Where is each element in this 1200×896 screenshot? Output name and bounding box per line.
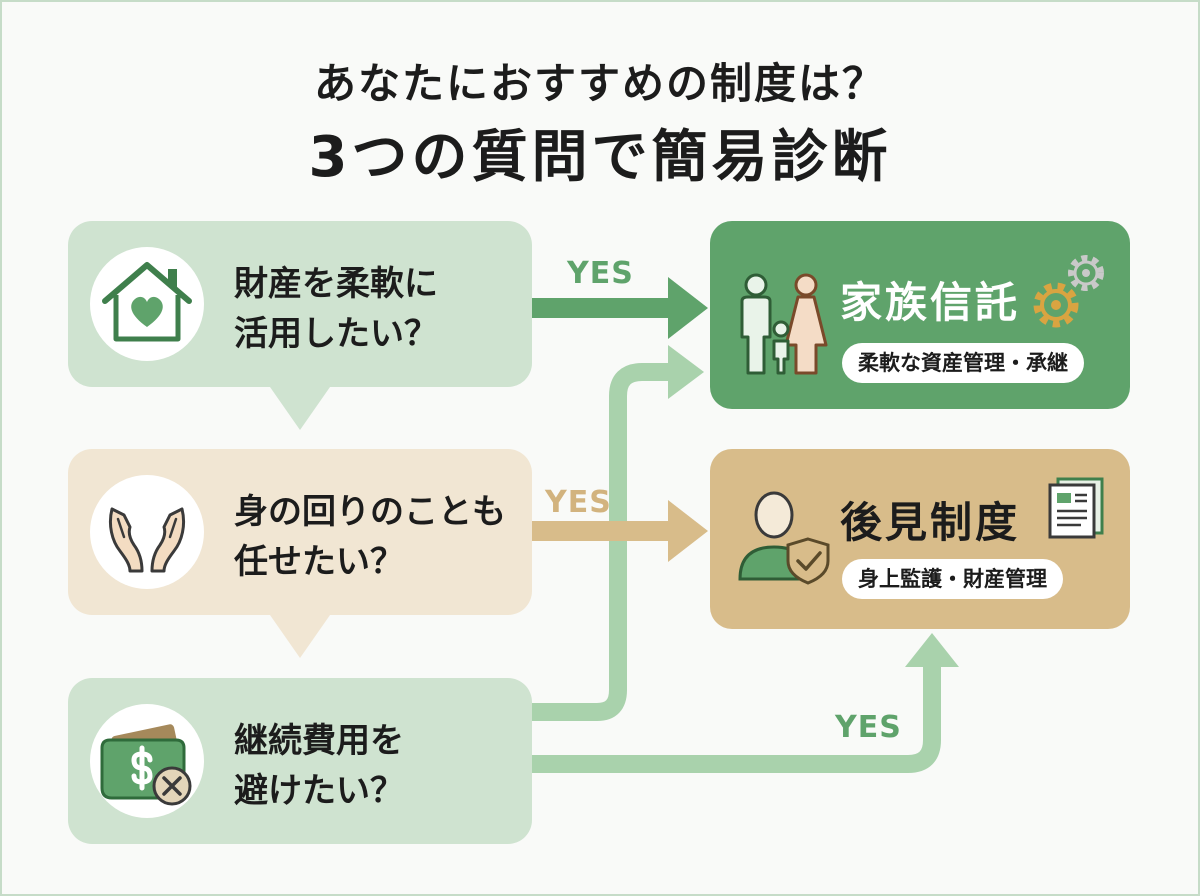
- yes-label-q1: YES: [567, 256, 634, 291]
- wallet-cancel-icon: [90, 704, 204, 818]
- gears-icon: [1033, 255, 1104, 328]
- family-trust-title: 家族信託: [840, 278, 1021, 327]
- family-icon: [740, 273, 828, 375]
- arrow-q1-to-family-trust: [532, 298, 672, 318]
- yes-label-q2: YES: [545, 485, 612, 520]
- question-1-line-1: 財産を柔軟に: [234, 264, 438, 304]
- open-hands-icon: [90, 475, 204, 589]
- document-icon: [1048, 477, 1104, 539]
- title-line-2: 3つの質問で簡易診断: [308, 125, 892, 190]
- arrow-q1-to-family-trust-head: [668, 277, 708, 339]
- arrow-q2-to-guardianship-head: [668, 500, 708, 562]
- question-2-box: 身の回りのことも 任せたい？: [68, 449, 532, 615]
- guardianship-subtitle: 身上監護・財産管理: [842, 559, 1063, 599]
- question-2-line-2: 任せたい？: [234, 542, 404, 582]
- arrow-q3-to-guardianship-head: [905, 633, 959, 667]
- guardianship-title: 後見制度: [840, 498, 1021, 547]
- result-family-trust: 家族信託 柔軟な資産管理・承継: [710, 221, 1130, 409]
- yes-label-q3: YES: [835, 710, 902, 745]
- question-3-box: 継続費用を 避けたい？: [68, 678, 532, 844]
- q2-bubble-tail: [270, 615, 330, 658]
- family-trust-subtitle: 柔軟な資産管理・承継: [842, 343, 1084, 383]
- arrow-q2-to-guardianship: [532, 521, 672, 541]
- guardian-shield-icon: [738, 491, 830, 585]
- question-3-line-2: 避けたい？: [234, 771, 404, 811]
- question-3-line-1: 継続費用を: [234, 721, 404, 761]
- q1-bubble-tail: [270, 387, 330, 430]
- question-1-line-2: 活用したい？: [234, 314, 438, 354]
- arrow-q3-to-guardianship: [532, 665, 941, 773]
- arrow-q3-to-family-trust: [532, 363, 670, 721]
- question-1-box: 財産を柔軟に 活用したい？: [68, 221, 532, 387]
- title-line-1: あなたにおすすめの制度は？: [313, 59, 886, 108]
- house-heart-icon: [90, 247, 204, 361]
- question-2-line-1: 身の回りのことも: [234, 492, 506, 532]
- result-guardianship: 後見制度 身上監護・財産管理: [710, 449, 1130, 629]
- arrow-q3-to-family-trust-head: [668, 345, 704, 399]
